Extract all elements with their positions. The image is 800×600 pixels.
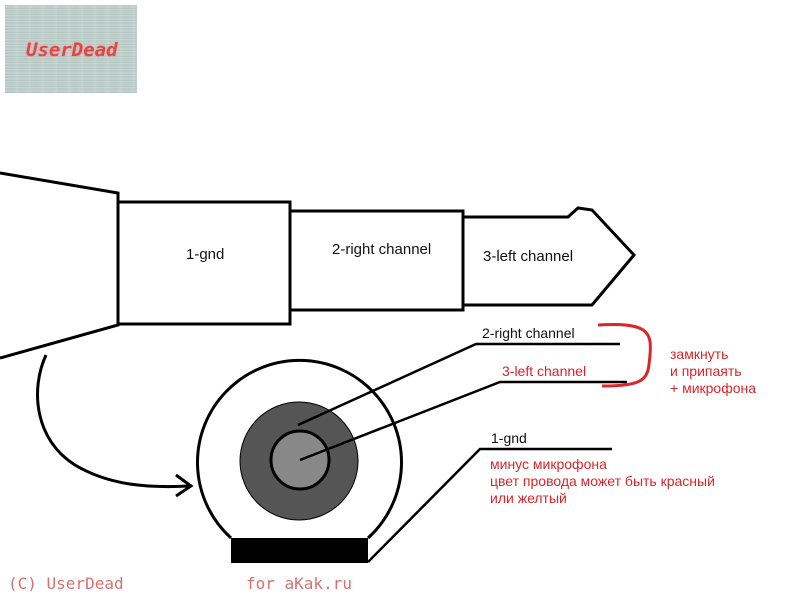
segment-label-gnd: 1-gnd [186, 246, 225, 263]
jack-outline [196, 359, 403, 540]
segment-label-left: 3-left channel [483, 248, 574, 265]
footer-site: for aKak.ru [246, 574, 352, 593]
bridge-note-line: замкнуть [670, 346, 729, 362]
plug-segment-left [461, 206, 637, 307]
red-bracket [597, 322, 652, 388]
segment-label-right: 2-right channel [332, 241, 432, 258]
gnd-note-line: цвет провода может быть красный [490, 473, 715, 489]
gnd-note-line: минус микрофона [490, 456, 607, 472]
left-leader [299, 380, 627, 462]
jack-label-left: 3-left channel [502, 363, 587, 379]
jack-label-gnd: 1-gnd [491, 430, 527, 446]
userdead-logo: UserDead [5, 5, 137, 93]
logo-text: UserDead [26, 39, 118, 61]
gnd-note: минус микрофона цвет провода может быть … [490, 456, 715, 507]
gnd-note-line: или желтый [490, 490, 567, 506]
plug-segment-gnd [116, 200, 292, 326]
jack-label-right: 2-right channel [482, 325, 575, 341]
right-leader [297, 342, 620, 427]
cable-body [0, 171, 120, 360]
gnd-leader [367, 447, 612, 563]
bridge-note-line: и припаять [670, 363, 742, 379]
bridge-note-line: + микрофона [670, 380, 757, 396]
plug-segment-right [288, 209, 465, 312]
footer-copyright: (C) UserDead [8, 574, 124, 593]
jack-base [231, 538, 368, 563]
curved-arrow [36, 354, 191, 489]
arrow-head [175, 473, 194, 498]
bridge-note: замкнуть и припаять + микрофона [670, 346, 756, 397]
